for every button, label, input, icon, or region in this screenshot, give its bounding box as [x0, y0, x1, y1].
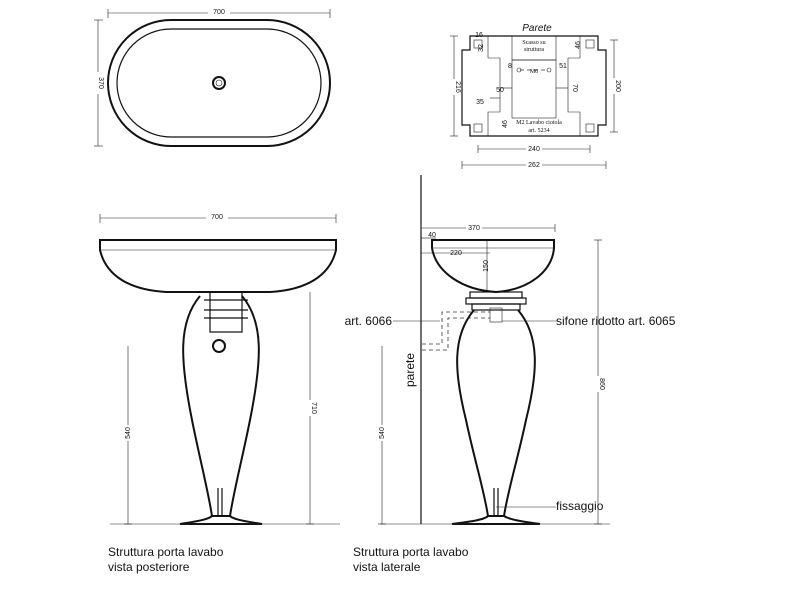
mount-hole-top-left — [473, 39, 483, 49]
cutout-label-line2: struttura — [524, 47, 544, 53]
part-label-line1: M2 Lavabo ciotola — [516, 120, 562, 126]
rear-view: 700 540 710 Struttura porta lavabo vista… — [99, 212, 340, 574]
rear-width-label: 700 — [211, 214, 223, 221]
art-6065-label: sifone ridotto art. 6065 — [556, 314, 676, 328]
basin-inner-rim — [116, 28, 322, 138]
dim-51: 51 — [559, 63, 567, 70]
drain-hole — [212, 76, 226, 90]
dim-35: 35 — [476, 99, 484, 106]
top-width-label: 700 — [213, 9, 225, 16]
trap-6066-path — [422, 317, 490, 351]
dim-46-bottom: 46 — [502, 120, 509, 128]
dim-216: 216 — [454, 81, 461, 93]
rear-caption-line1: Struttura porta lavabo — [108, 545, 224, 559]
fixing-label: fissaggio — [556, 499, 604, 513]
side-dim-220: 220 — [450, 250, 462, 257]
mount-hole-top-right — [585, 39, 595, 49]
cutout-label-line1: Scasso su — [522, 40, 545, 46]
rear-height-540: 540 — [125, 427, 132, 439]
dim-50: 50 — [496, 87, 504, 94]
part-label-line2: art. 5234 — [528, 128, 549, 134]
rear-drain-opening — [212, 339, 226, 353]
dim-46-top: 46 — [575, 41, 582, 49]
siphon-6065 — [489, 307, 503, 323]
rear-height-710: 710 — [310, 402, 317, 414]
side-width-370: 370 — [468, 225, 480, 232]
anchor-hole-right — [546, 67, 552, 73]
dim-32: 32 — [478, 44, 485, 52]
dim-16: 16 — [475, 32, 483, 39]
side-caption-line2: vista laterale — [353, 560, 421, 574]
side-view: parete 370 40 220 150 art. 606 — [345, 175, 676, 574]
rear-bracket — [209, 291, 243, 333]
wall-plate-outline — [461, 35, 607, 137]
dim-70: 70 — [571, 84, 578, 92]
rear-base — [179, 515, 263, 525]
wall-plate-detail: Parete Scasso su struttura M6 M2 Lavabo … — [450, 23, 621, 169]
top-view: 700 370 — [92, 7, 331, 147]
wall-plate-title: Parete — [522, 23, 552, 34]
basin-outer-rim — [107, 19, 331, 147]
anchor-label: M6 — [530, 69, 538, 75]
art-6066-label: art. 6066 — [345, 314, 393, 328]
mount-hole-bottom-right — [585, 123, 595, 133]
rear-caption-line2: vista posteriore — [108, 560, 190, 574]
drain-hole-inner — [215, 79, 223, 87]
rear-pedestal — [182, 295, 260, 517]
dim-240: 240 — [528, 146, 540, 153]
dim-200: 200 — [614, 80, 621, 92]
side-dim-150: 150 — [483, 260, 490, 272]
central-channel — [511, 59, 557, 119]
side-dim-40: 40 — [428, 232, 436, 239]
dim-8: 8 — [508, 63, 512, 70]
wall-label: parete — [403, 353, 417, 387]
dim-262: 262 — [528, 162, 540, 169]
side-base — [451, 515, 541, 525]
side-height-860: 860 — [598, 378, 605, 390]
top-depth-label: 370 — [97, 77, 104, 89]
mount-hole-bottom-left — [473, 123, 483, 133]
side-caption-line1: Struttura porta lavabo — [353, 545, 469, 559]
rear-basin — [99, 239, 337, 293]
side-height-540: 540 — [379, 427, 386, 439]
side-pedestal — [456, 309, 536, 517]
